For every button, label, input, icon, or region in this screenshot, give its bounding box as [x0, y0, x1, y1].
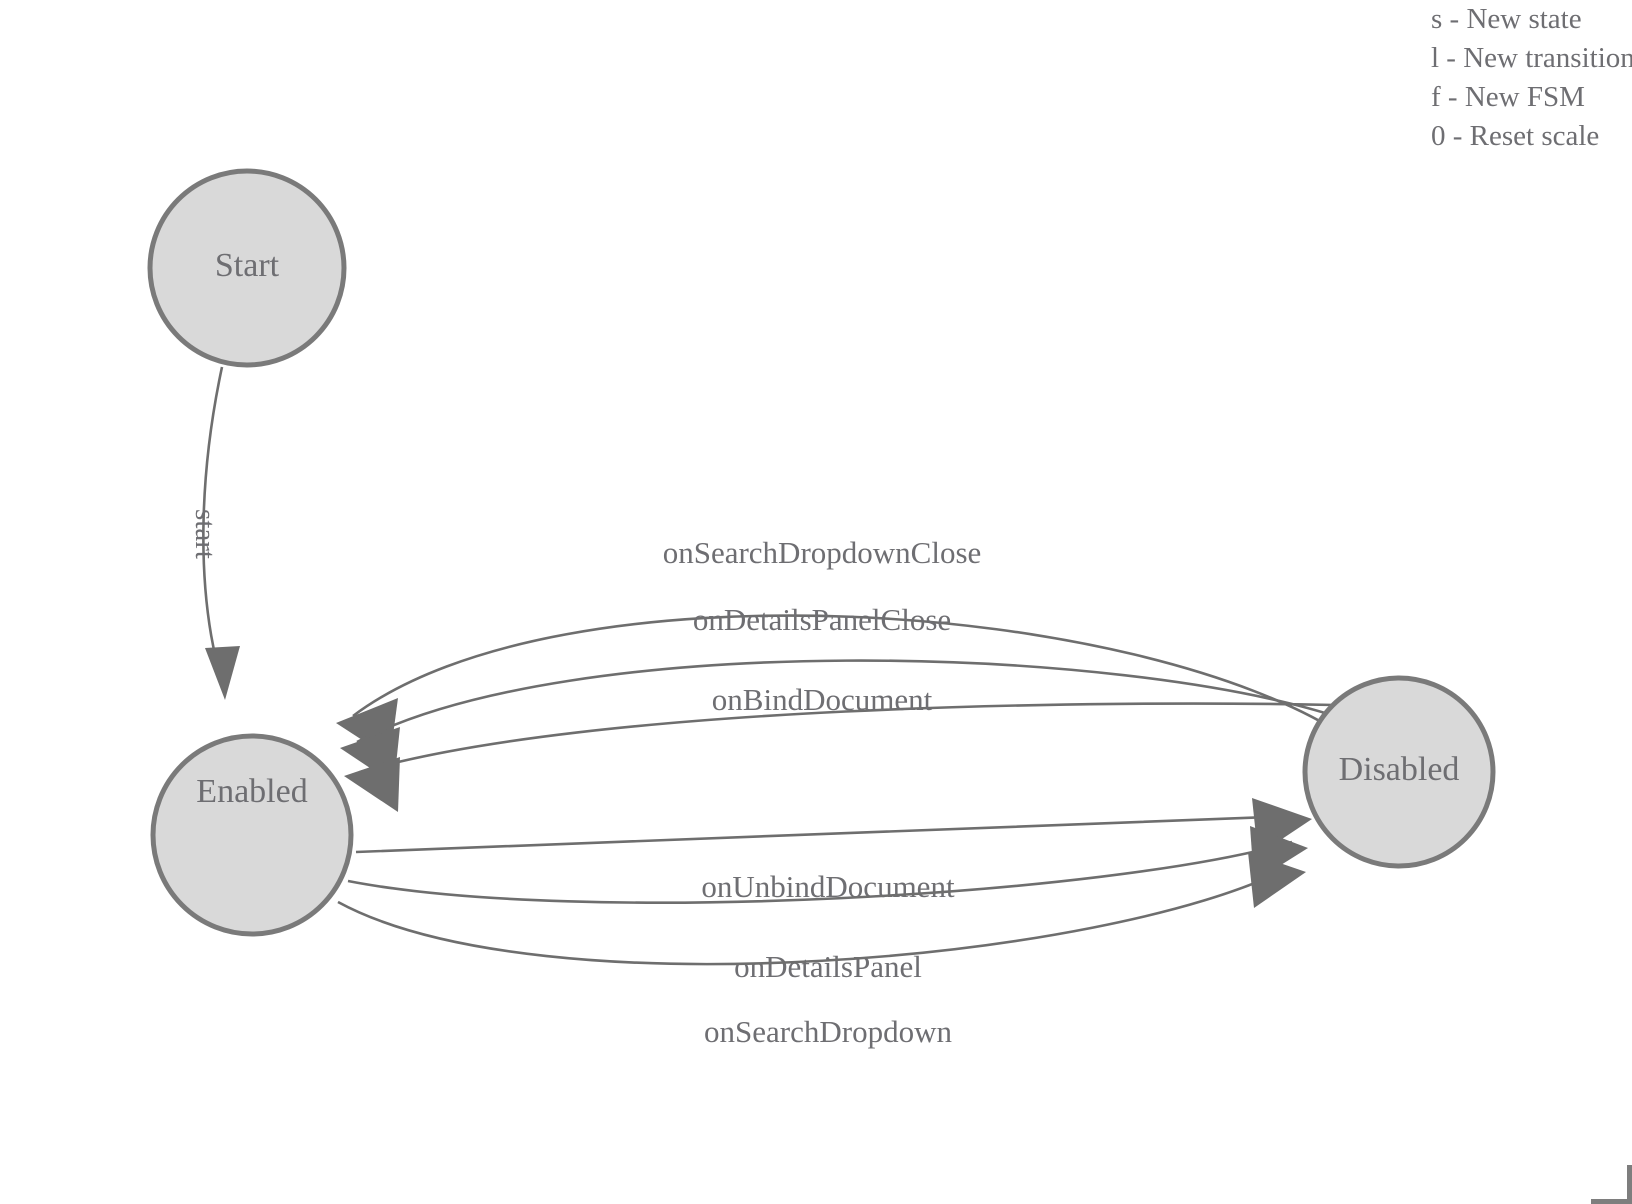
help-line-reset-scale: 0 - Reset scale — [1431, 120, 1600, 152]
help-line-new-state: s - New state — [1431, 3, 1582, 35]
transition-start-arrowhead — [205, 646, 240, 700]
transition-ondetailspanel-label: onDetailsPanel — [734, 949, 922, 984]
transition-onsearchdropdownclose-label: onSearchDropdownClose — [663, 535, 982, 570]
transition-onunbinddocument-path[interactable] — [355, 814, 1298, 854]
transition-start[interactable]: start — [189, 366, 240, 700]
transition-onsearchdropdown-label: onSearchDropdown — [704, 1014, 952, 1049]
transition-ondetailspanelclose-label: onDetailsPanelClose — [693, 602, 951, 637]
state-node-disabled[interactable]: Disabled — [1302, 675, 1496, 869]
transition-onsearchdropdown[interactable]: onSearchDropdown — [337, 852, 1306, 1049]
transition-ondetailspanel-path[interactable] — [347, 840, 1293, 904]
transition-onsearchdropdown-arrowhead — [1248, 852, 1306, 908]
state-node-disabled-circle[interactable] — [1302, 675, 1496, 869]
state-node-enabled-label: Enabled — [196, 773, 307, 810]
transition-onsearchdropdown-path[interactable] — [337, 866, 1289, 966]
transition-start-path[interactable] — [202, 366, 224, 669]
help-line-new-fsm: f - New FSM — [1431, 81, 1585, 113]
state-node-start[interactable]: Start — [147, 168, 347, 368]
state-node-start-circle[interactable] — [147, 168, 347, 368]
state-node-start-label: Start — [215, 247, 280, 284]
state-node-enabled[interactable]: Enabled — [150, 733, 354, 937]
transition-onbinddocument-path[interactable] — [359, 702, 1336, 774]
resize-corner-handle[interactable] — [1591, 1165, 1632, 1204]
keyboard-shortcuts-help: s - New state l - New transition f - New… — [1431, 0, 1632, 156]
transition-ondetailspanelclose[interactable]: onDetailsPanelClose — [340, 602, 1342, 784]
help-line-new-transition: l - New transition — [1431, 42, 1632, 74]
transition-ondetailspanelclose-path[interactable] — [356, 659, 1342, 744]
transition-onbinddocument[interactable]: onBindDocument — [344, 682, 1336, 812]
state-node-enabled-circle[interactable] — [150, 733, 354, 937]
transition-start-label: start — [189, 509, 221, 559]
transition-onsearchdropdownclose-path[interactable] — [352, 614, 1349, 740]
transition-onsearchdropdownclose[interactable]: onSearchDropdownClose — [336, 535, 1349, 758]
transition-onbinddocument-label: onBindDocument — [712, 682, 933, 717]
transition-onunbinddocument[interactable]: onUnbindDocument — [355, 798, 1312, 904]
state-node-disabled-label: Disabled — [1339, 751, 1460, 788]
transition-onbinddocument-arrowhead — [344, 757, 400, 812]
